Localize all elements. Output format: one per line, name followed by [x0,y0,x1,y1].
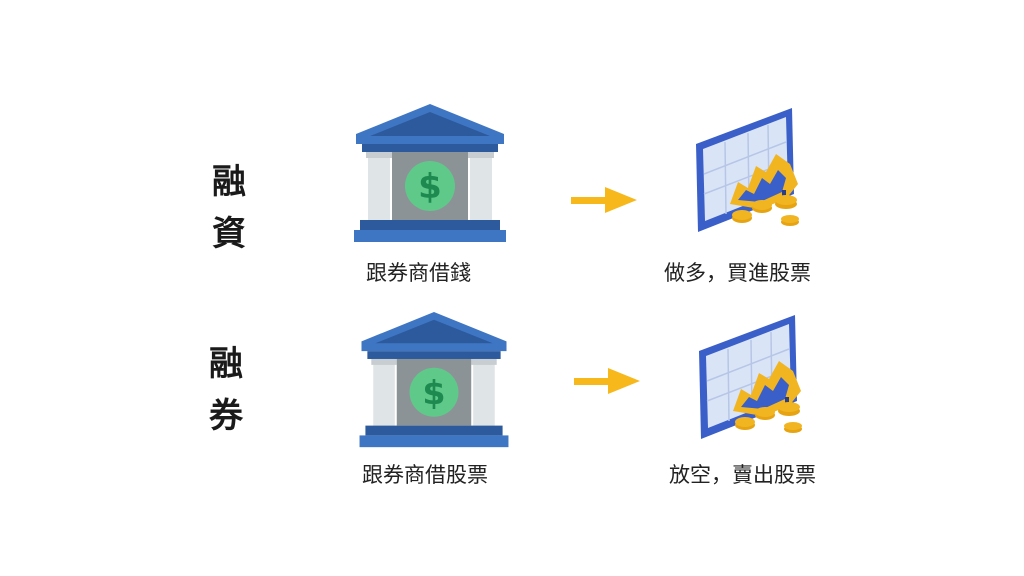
gold-coins-icon [735,402,802,433]
result-caption: 做多，買進股票 [664,261,811,285]
arrow-right-icon [571,187,637,213]
bank-caption: 跟券商借股票 [362,463,488,487]
bank-caption: 跟券商借錢 [366,261,471,285]
arrow-right-icon [574,368,640,394]
stock-chart-monitor-icon [696,108,799,232]
row-label-top: 融 [212,162,246,202]
row-label-top: 融 [209,344,243,384]
svg-text:$: $ [418,167,442,207]
result-caption: 放空，賣出股票 [669,463,816,487]
bank-icon: $ [359,311,509,448]
row-label-margin-buy: 融 資 [204,156,254,260]
row-label-short-sell: 融 券 [201,338,251,442]
row-label-bottom: 券 [209,396,243,436]
stock-chart-monitor-icon [699,315,802,439]
svg-text:$: $ [422,373,445,412]
gold-coins-icon [732,195,799,226]
bank-icon: $ [354,104,506,242]
row-label-bottom: 資 [212,214,246,254]
